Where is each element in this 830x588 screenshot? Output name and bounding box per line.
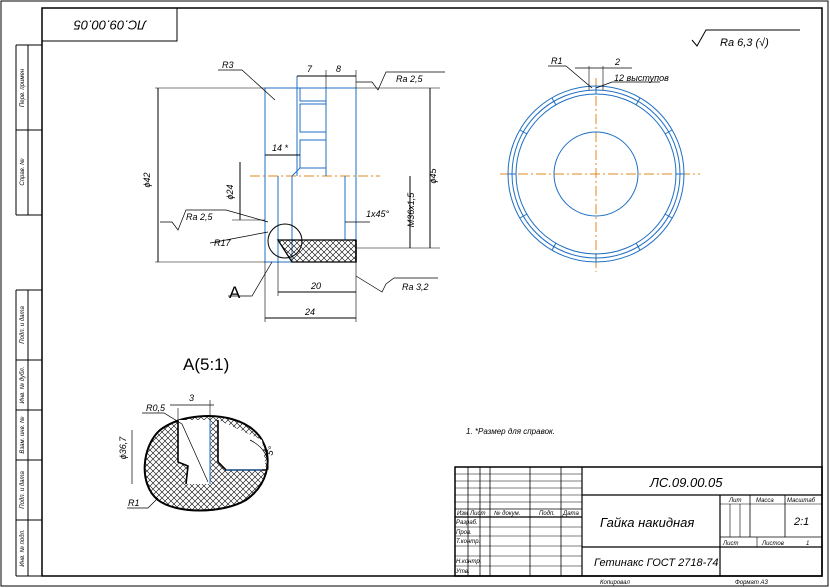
tb-code: ЛС.09.00.05	[649, 475, 723, 490]
rib-slots	[299, 87, 327, 169]
side-label-4: Взам. инв. №	[19, 416, 26, 454]
detail-3: 3	[189, 393, 194, 403]
dim-2: 2	[614, 57, 620, 67]
detail-title: A(5:1)	[183, 355, 229, 374]
tb-format: Формат А3	[735, 580, 768, 586]
side-label-3: Инв. № дубл.	[19, 367, 26, 404]
tb-col-scale: Масштаб	[787, 498, 816, 504]
tb-row-header-0: Изм	[457, 511, 468, 517]
tb-row-header-2: № докум.	[494, 510, 520, 517]
dim-r17: R17	[214, 238, 232, 248]
detail-phi367: ϕ36,7	[118, 436, 128, 460]
view-a-label: A	[229, 283, 241, 302]
tb-row-header-3: Подп.	[539, 511, 555, 517]
ring-view: R1 2 12 выступов	[500, 56, 700, 272]
tb-scale: 2:1	[793, 516, 809, 528]
tb-row-4: Н.контр.	[456, 559, 481, 565]
tb-row-5: Утв.	[455, 569, 470, 575]
tb-material: Гетинакс ГОСТ 2718-74	[594, 557, 718, 569]
dim-24: 24	[304, 307, 315, 317]
dim-7: 7	[307, 64, 313, 74]
tb-row-header-4: Дата	[562, 511, 579, 517]
tb-row-2: Т.контр.	[456, 539, 480, 545]
dim-14: 14 *	[272, 143, 289, 153]
dim-ra25-top: Ra 2,5	[396, 74, 424, 84]
dim-chamfer: 1х45°	[366, 209, 390, 219]
tb-copied: Копировал	[600, 580, 630, 586]
ring-ribs	[508, 86, 684, 262]
tb-sheet-label: Лист	[722, 541, 738, 547]
detail-r1: R1	[128, 498, 140, 508]
section-view: R3 7 8 Ra 2,5 14 * ϕ42 ϕ24 ϕ45 М36х1,5 1…	[142, 60, 445, 322]
tb-col-lit: Лит	[728, 498, 741, 504]
tb-row-0: Разраб.	[456, 520, 478, 526]
tb-sheets-label: Листов	[761, 541, 784, 547]
title-block: ЛС.09.00.05 Гайка накидная Гетинакс ГОСТ…	[454, 466, 823, 586]
note: 1. *Размер для справок.	[466, 427, 555, 436]
tb-sheets-count: 1	[806, 541, 809, 547]
dim-20: 20	[310, 281, 321, 291]
top-stamp-box: ЛС.09.00.05	[41, 7, 178, 42]
dim-ra25-left: Ra 2,5	[186, 212, 214, 222]
dim-r3: R3	[222, 60, 234, 70]
tb-name: Гайка накидная	[600, 515, 694, 530]
dim-phi42: ϕ42	[142, 172, 152, 187]
side-label-6: Инв. № подл.	[19, 529, 26, 566]
side-label-0: Перв. примен	[20, 68, 26, 107]
general-roughness-mark: Ra 6,3 (√)	[691, 29, 800, 49]
side-strip: Перв. примен Справ. № Подп. и дата Инв. …	[15, 44, 42, 577]
detail-circle-a	[267, 223, 303, 259]
dim-8: 8	[336, 64, 341, 74]
tb-col-mass: Масса	[756, 498, 774, 504]
general-roughness-text: Ra 6,3 (√)	[720, 37, 769, 49]
top-stamp-code: ЛС.09.00.05	[73, 18, 147, 33]
dim-phi24: ϕ24	[225, 184, 235, 199]
dim-m36: М36х1,5	[406, 192, 416, 228]
dim-ra32: Ra 3,2	[402, 282, 429, 292]
side-label-1: Справ. №	[19, 158, 26, 186]
side-label-5: Подп. и дата	[20, 471, 26, 509]
detail-angle: 5°	[264, 445, 276, 457]
detail-view: A(5:1) R0,5 3 ϕ36,7 5° R1	[118, 355, 277, 512]
dim-ribs: 12 выступов	[614, 73, 669, 83]
dim-r1-top: R1	[551, 56, 563, 66]
dim-phi45: ϕ45	[428, 168, 438, 184]
tb-row-header-1: Лист	[469, 511, 485, 517]
tb-row-1: Пров.	[456, 530, 472, 536]
side-label-2: Подп. и дата	[20, 306, 26, 344]
detail-r05: R0,5	[146, 403, 166, 413]
